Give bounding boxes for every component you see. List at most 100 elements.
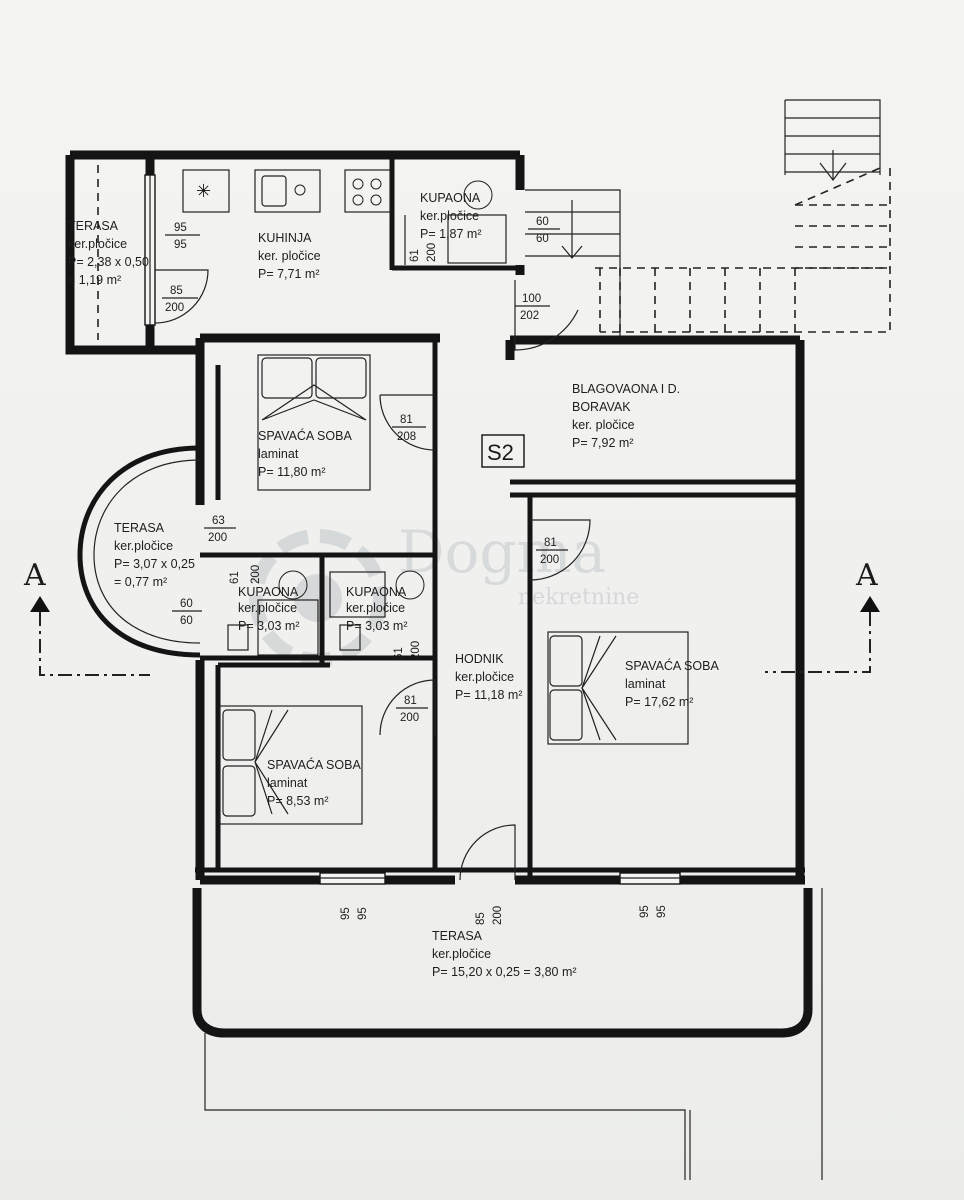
svg-text:TERASA: TERASA — [68, 219, 119, 233]
svg-text:P= 3,03 m²: P= 3,03 m² — [346, 619, 408, 633]
room-kuhinja: KUHINJA ker. pločice P= 7,71 m² — [258, 231, 321, 281]
opening-dim: 100 202 — [515, 293, 550, 322]
section-label-left: A — [23, 558, 46, 593]
svg-text:ker. pločice: ker. pločice — [258, 249, 321, 263]
svg-text:ker. pločice: ker. pločice — [572, 418, 635, 432]
windows — [144, 174, 681, 885]
svg-text:BORAVAK: BORAVAK — [572, 400, 631, 414]
svg-text:95: 95 — [639, 905, 651, 918]
room-kupaona-left: KUPAONA ker.pločice P= 3,03 m² — [238, 585, 300, 633]
room-hodnik: HODNIK ker.pločice P= 11,18 m² — [455, 652, 523, 702]
svg-text:200: 200 — [208, 532, 227, 544]
svg-text:P= 3,03 m²: P= 3,03 m² — [238, 619, 300, 633]
svg-text:95: 95 — [357, 907, 369, 920]
unit-id: S2 — [487, 440, 514, 465]
walls — [65, 150, 805, 885]
doors — [154, 215, 591, 881]
opening-dim: 85 200 — [475, 906, 504, 925]
opening-dim: 61 200 — [409, 243, 438, 262]
svg-text:TERASA: TERASA — [432, 929, 483, 943]
svg-text:208: 208 — [397, 431, 416, 443]
svg-text:85: 85 — [170, 285, 183, 297]
svg-text:BLAGOVAONA I D.: BLAGOVAONA I D. — [572, 382, 680, 396]
room-kupaona-mid: KUPAONA ker.pločice P= 3,03 m² — [346, 585, 408, 633]
room-spavaca-2: SPAVAĆA SOBA laminat P= 17,62 m² — [625, 658, 719, 709]
terraces — [77, 165, 823, 1180]
svg-text:laminat: laminat — [258, 447, 299, 461]
svg-text:81: 81 — [544, 537, 557, 549]
svg-text:ker.pločice: ker.pločice — [455, 670, 514, 684]
svg-text:81: 81 — [404, 695, 417, 707]
svg-text:P= 15,20 x 0,25 = 3,80 m²: P= 15,20 x 0,25 = 3,80 m² — [432, 965, 577, 979]
svg-text:KUPAONA: KUPAONA — [420, 191, 481, 205]
section-marker-right — [765, 596, 880, 673]
opening-dim: 95 95 — [639, 905, 668, 918]
watermark-sub: nekretnine — [518, 585, 639, 610]
svg-text:P= 8,53 m²: P= 8,53 m² — [267, 794, 329, 808]
opening-dim: 95 95 — [165, 222, 200, 251]
svg-text:KUPAONA: KUPAONA — [238, 585, 299, 599]
svg-text:ker.pločice: ker.pločice — [114, 539, 173, 553]
section-marker-left — [30, 596, 150, 676]
svg-text:60: 60 — [180, 615, 193, 627]
svg-text:SPAVAĆA SOBA: SPAVAĆA SOBA — [258, 428, 352, 443]
opening-dim: 60 60 — [528, 216, 560, 245]
svg-text:ker.pločice: ker.pločice — [68, 237, 127, 251]
svg-text:laminat: laminat — [267, 776, 308, 790]
svg-text:P= 11,80 m²: P= 11,80 m² — [258, 465, 326, 479]
room-terasa-round: TERASA ker.pločice P= 3,07 x 0,25 = 0,77… — [114, 521, 195, 589]
svg-text:95: 95 — [656, 905, 668, 918]
svg-text:200: 200 — [165, 302, 184, 314]
svg-text:P= 7,71 m²: P= 7,71 m² — [258, 267, 320, 281]
room-spavaca-3: SPAVAĆA SOBA laminat P= 8,53 m² — [267, 757, 361, 808]
svg-text:SPAVAĆA SOBA: SPAVAĆA SOBA — [625, 658, 719, 673]
svg-text:200: 200 — [400, 712, 419, 724]
svg-text:HODNIK: HODNIK — [455, 652, 504, 666]
svg-text:= 1,19 m²: = 1,19 m² — [68, 273, 121, 287]
svg-text:61: 61 — [229, 571, 241, 584]
opening-dim: 61 200 — [229, 565, 262, 584]
watermark-brand: Dogma — [398, 518, 606, 586]
svg-text:61: 61 — [393, 647, 405, 660]
svg-text:TERASA: TERASA — [114, 521, 165, 535]
opening-dim: 61 200 — [393, 641, 422, 660]
svg-text:P= 7,92 m²: P= 7,92 m² — [572, 436, 634, 450]
svg-text:P= 11,18 m²: P= 11,18 m² — [455, 688, 523, 702]
svg-text:laminat: laminat — [625, 677, 666, 691]
svg-text:60: 60 — [536, 233, 549, 245]
svg-text:P= 17,62 m²: P= 17,62 m² — [625, 695, 693, 709]
svg-text:63: 63 — [212, 515, 225, 527]
room-kupaona-top: KUPAONA ker.pločice P= 1,87 m² — [420, 191, 482, 241]
unit-badge-frame — [481, 434, 525, 468]
svg-text:200: 200 — [540, 554, 559, 566]
svg-text:100: 100 — [522, 293, 541, 305]
svg-text:ker.pločice: ker.pločice — [238, 601, 297, 615]
opening-dim: 60 60 — [172, 598, 202, 627]
svg-text:200: 200 — [492, 906, 504, 925]
svg-text:85: 85 — [475, 912, 487, 925]
svg-text:SPAVAĆA SOBA: SPAVAĆA SOBA — [267, 757, 361, 772]
svg-text:200: 200 — [426, 243, 438, 262]
svg-text:95: 95 — [340, 907, 352, 920]
svg-text:60: 60 — [536, 216, 549, 228]
svg-text:61: 61 — [409, 249, 421, 262]
svg-text:200: 200 — [410, 641, 422, 660]
svg-text:ker.pločice: ker.pločice — [346, 601, 405, 615]
room-terasa-south: TERASA ker.pločice P= 15,20 x 0,25 = 3,8… — [432, 929, 577, 979]
svg-text:ker.pločice: ker.pločice — [420, 209, 479, 223]
svg-text:200: 200 — [250, 565, 262, 584]
svg-text:95: 95 — [174, 222, 187, 234]
svg-text:P= 1,87 m²: P= 1,87 m² — [420, 227, 482, 241]
opening-dim: 81 200 — [536, 537, 568, 566]
opening-dim: 81 208 — [392, 414, 426, 443]
room-spavaca-1: SPAVAĆA SOBA laminat P= 11,80 m² — [258, 428, 352, 479]
svg-text:202: 202 — [520, 310, 539, 322]
svg-text:95: 95 — [174, 239, 187, 251]
opening-dim: 81 200 — [396, 695, 428, 724]
fixtures: ✳ — [182, 169, 689, 825]
svg-text:KUHINJA: KUHINJA — [258, 231, 312, 245]
svg-text:60: 60 — [180, 598, 193, 610]
opening-dim: 95 95 — [340, 907, 369, 920]
